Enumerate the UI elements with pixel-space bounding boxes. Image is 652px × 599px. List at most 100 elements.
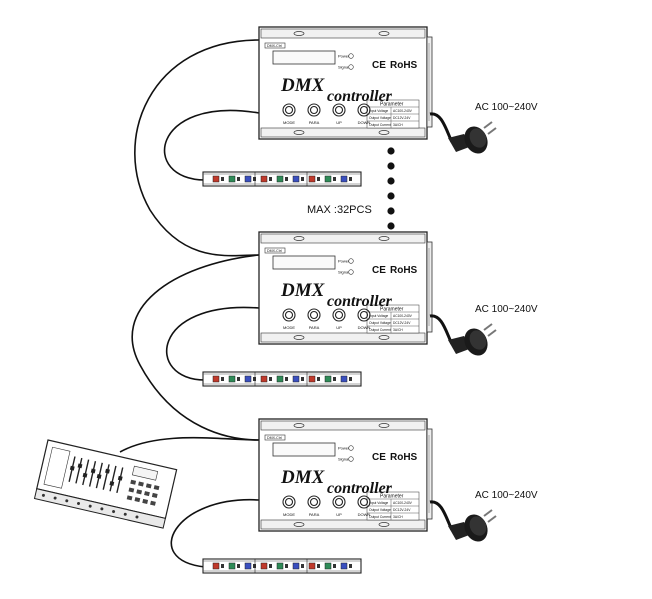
led-chip (340, 375, 348, 383)
parameter-label: Output Voltage (369, 321, 391, 325)
led-chip (276, 175, 284, 183)
led-strip-1 (202, 171, 362, 187)
parameter-label: Output Current (369, 515, 391, 519)
power-indicator-label: Power (338, 446, 350, 451)
controller-title-word: controller (327, 88, 393, 105)
ce-mark: CE (372, 60, 386, 71)
button-para[interactable] (308, 104, 320, 116)
led-chip (212, 175, 220, 183)
button-mode[interactable] (283, 496, 295, 508)
daisy-chain-dots (387, 147, 395, 230)
ce-mark: CE (372, 452, 386, 463)
button-down[interactable] (358, 104, 370, 116)
ce-mark: CE (372, 265, 386, 276)
parameter-label: Output Voltage (369, 116, 391, 120)
power-indicator-label: Power (338, 54, 350, 59)
led-chip (308, 175, 316, 183)
led-chip (324, 375, 332, 383)
led-chip (308, 375, 316, 383)
controller-title-dmx: DMX (280, 75, 326, 96)
button-label-up: UP (336, 120, 342, 125)
button-label-mode: MODE (283, 325, 295, 330)
parameter-title: Parameter (380, 494, 404, 500)
button-down[interactable] (358, 309, 370, 321)
parameter-value: AC100-240V (393, 501, 413, 505)
parameter-label: Output Current (369, 123, 391, 127)
led-chip (308, 562, 316, 570)
rohs-mark: RoHS (390, 452, 418, 463)
button-up[interactable] (333, 309, 345, 321)
signal-indicator-label: Signal (338, 457, 349, 462)
button-label-para: PARA (309, 120, 320, 125)
controller-title-word: controller (327, 293, 393, 310)
led-chip (340, 175, 348, 183)
button-label-para: PARA (309, 325, 320, 330)
parameter-label: Input Voltage (369, 109, 388, 113)
led-strip-3 (202, 558, 362, 574)
parameter-value: 3A/CH (393, 328, 403, 332)
dmx-cables (119, 39, 260, 568)
led-chip (212, 375, 220, 383)
controller-title-word: controller (327, 480, 393, 497)
parameter-label: Input Voltage (369, 501, 388, 505)
parameter-title: Parameter (380, 307, 404, 313)
button-label-para: PARA (309, 512, 320, 517)
button-label-up: UP (336, 325, 342, 330)
button-label-up: UP (336, 512, 342, 517)
button-label-mode: MODE (283, 512, 295, 517)
dmx-console (33, 439, 178, 529)
parameter-value: DC12V-24V (393, 321, 411, 325)
led-chip (292, 375, 300, 383)
parameter-label: Input Voltage (369, 314, 388, 318)
power-label-3: AC 100~240V (475, 490, 538, 501)
button-up[interactable] (333, 104, 345, 116)
controller-title-dmx: DMX (280, 280, 326, 301)
model-label: DMX-Ctrl (267, 249, 282, 253)
parameter-value: AC100-240V (393, 109, 413, 113)
button-down[interactable] (358, 496, 370, 508)
model-label: DMX-Ctrl (267, 436, 282, 440)
button-para[interactable] (308, 496, 320, 508)
led-chip (228, 175, 236, 183)
model-label: DMX-Ctrl (267, 44, 282, 48)
led-chip (260, 375, 268, 383)
led-chip (260, 562, 268, 570)
power-plug-1 (428, 112, 498, 159)
parameter-value: 3A/CH (393, 515, 403, 519)
button-up[interactable] (333, 496, 345, 508)
signal-indicator-label: Signal (338, 65, 349, 70)
led-chip (324, 562, 332, 570)
parameter-label: Output Voltage (369, 508, 391, 512)
led-chip (292, 175, 300, 183)
power-label-2: AC 100~240V (475, 304, 538, 315)
parameter-value: AC100-240V (393, 314, 413, 318)
button-para[interactable] (308, 309, 320, 321)
rohs-mark: RoHS (390, 265, 418, 276)
parameter-label: Output Current (369, 328, 391, 332)
led-chip (212, 562, 220, 570)
led-chip (324, 175, 332, 183)
parameter-title: Parameter (380, 102, 404, 108)
parameter-value: 3A/CH (393, 123, 403, 127)
button-label-mode: MODE (283, 120, 295, 125)
button-mode[interactable] (283, 309, 295, 321)
led-chip (228, 562, 236, 570)
led-chip (260, 175, 268, 183)
led-strip-2 (202, 371, 362, 387)
led-chip (340, 562, 348, 570)
signal-indicator-label: Signal (338, 270, 349, 275)
power-label-1: AC 100~240V (475, 102, 538, 113)
power-indicator-label: Power (338, 259, 350, 264)
button-label-down: DOWN (358, 512, 371, 517)
button-label-down: DOWN (358, 325, 371, 330)
power-plug-3 (428, 500, 498, 547)
led-chip (276, 375, 284, 383)
rohs-mark: RoHS (390, 60, 418, 71)
button-label-down: DOWN (358, 120, 371, 125)
controller-title-dmx: DMX (280, 467, 326, 488)
button-mode[interactable] (283, 104, 295, 116)
led-chip (244, 375, 252, 383)
